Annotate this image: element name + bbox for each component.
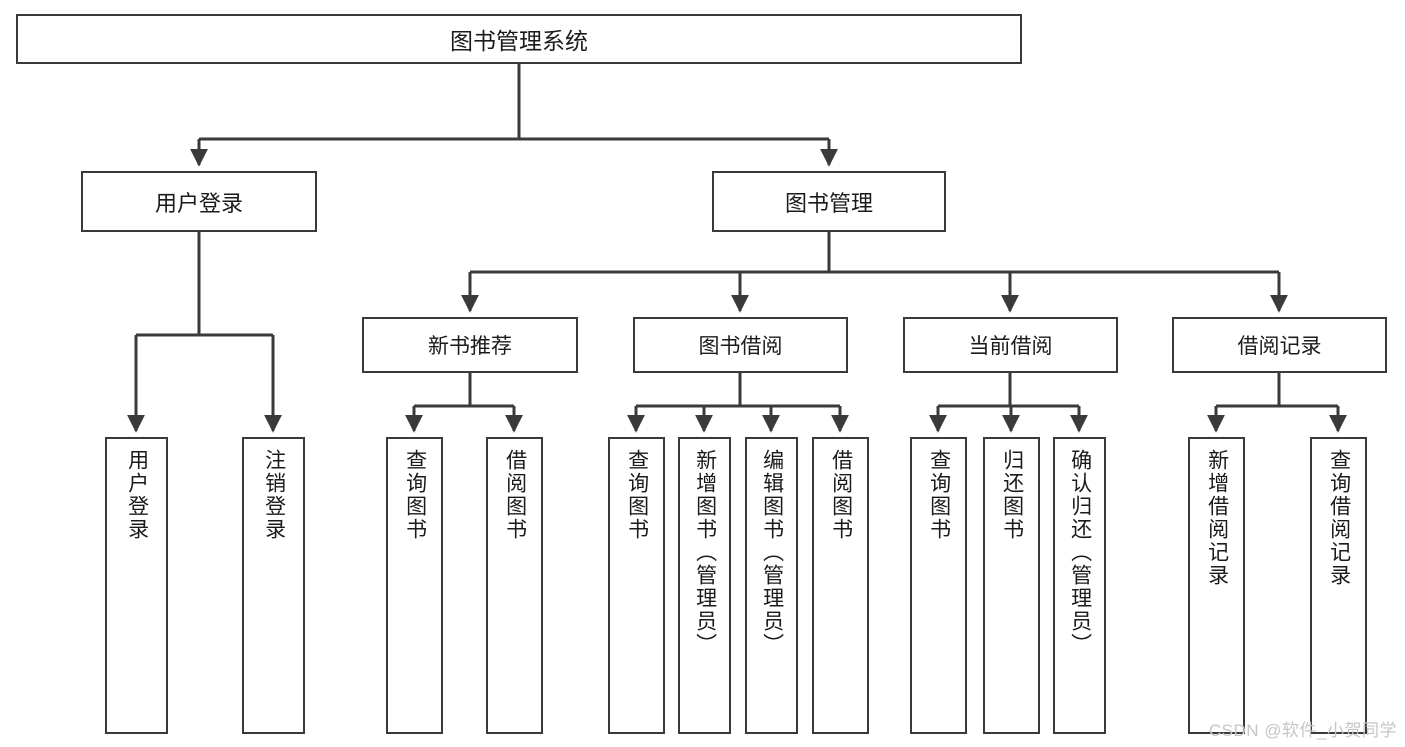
node-borrow-record[interactable]: 借阅记录 — [1172, 317, 1387, 373]
leaf-query-book-rec-label: 查询图书 — [403, 449, 427, 541]
node-book-management[interactable]: 图书管理 — [712, 171, 946, 232]
leaf-return-book[interactable]: 归还图书 — [983, 437, 1040, 734]
leaf-query-book-borrow-label: 查询图书 — [625, 449, 649, 541]
leaf-query-book-rec[interactable]: 查询图书 — [386, 437, 443, 734]
node-root-label: 图书管理系统 — [450, 28, 588, 54]
node-new-book-recommend-label: 新书推荐 — [428, 335, 512, 358]
node-book-borrow-label: 图书借阅 — [698, 335, 783, 358]
csdn-watermark: CSDN @软件_小贺同学 — [1208, 721, 1397, 740]
leaf-return-book-label: 归还图书 — [1000, 449, 1024, 541]
leaf-query-borrow-record-label: 查询借阅记录 — [1327, 449, 1351, 587]
leaf-borrow-book-label: 借阅图书 — [829, 449, 853, 541]
leaf-borrow-book-rec-label: 借阅图书 — [503, 449, 527, 541]
leaf-query-book-borrow[interactable]: 查询图书 — [608, 437, 665, 734]
leaf-add-borrow-record[interactable]: 新增借阅记录 — [1188, 437, 1245, 734]
leaf-borrow-book[interactable]: 借阅图书 — [812, 437, 869, 734]
leaf-edit-book-admin[interactable]: 编辑图书（管理员） — [745, 437, 798, 734]
leaf-edit-book-admin-label: 编辑图书（管理员） — [760, 449, 784, 656]
leaf-query-borrow-record[interactable]: 查询借阅记录 — [1310, 437, 1367, 734]
leaf-add-borrow-record-label: 新增借阅记录 — [1205, 449, 1229, 587]
leaf-user-login[interactable]: 用户登录 — [105, 437, 168, 734]
leaf-query-book-current-label: 查询图书 — [927, 449, 951, 541]
leaf-confirm-return-admin[interactable]: 确认归还（管理员） — [1053, 437, 1106, 734]
node-root[interactable]: 图书管理系统 — [16, 14, 1022, 64]
leaf-add-book-admin-label: 新增图书（管理员） — [693, 449, 717, 656]
node-book-management-label: 图书管理 — [784, 190, 873, 216]
node-borrow-record-label: 借阅记录 — [1237, 335, 1322, 358]
leaf-logout[interactable]: 注销登录 — [242, 437, 305, 734]
leaf-borrow-book-rec[interactable]: 借阅图书 — [486, 437, 543, 734]
node-user-login[interactable]: 用户登录 — [81, 171, 317, 232]
leaf-query-book-current[interactable]: 查询图书 — [910, 437, 967, 734]
node-current-borrow-label: 当前借阅 — [968, 335, 1053, 358]
leaf-logout-label: 注销登录 — [262, 449, 286, 541]
leaf-add-book-admin[interactable]: 新增图书（管理员） — [678, 437, 731, 734]
leaf-user-login-label: 用户登录 — [125, 449, 149, 541]
node-new-book-recommend[interactable]: 新书推荐 — [362, 317, 578, 373]
node-user-login-label: 用户登录 — [154, 190, 243, 216]
node-current-borrow[interactable]: 当前借阅 — [903, 317, 1118, 373]
node-book-borrow[interactable]: 图书借阅 — [633, 317, 848, 373]
leaf-confirm-return-admin-label: 确认归还（管理员） — [1068, 449, 1092, 656]
